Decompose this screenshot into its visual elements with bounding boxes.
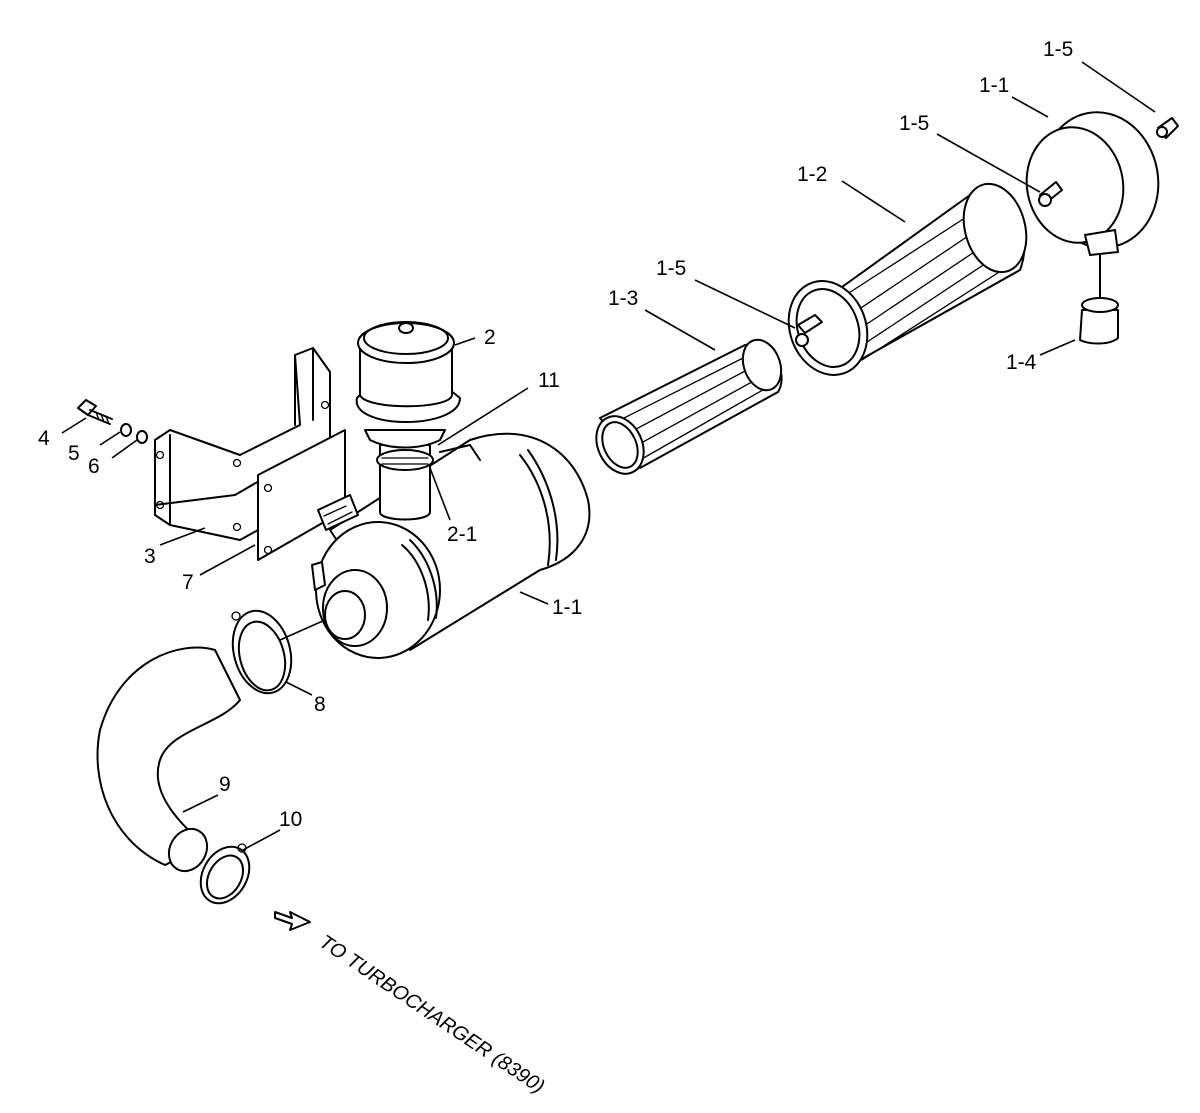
bolt [77, 399, 113, 425]
band-clamp-8 [231, 609, 293, 695]
turbocharger-note: TO TURBOCHARGER (8390) [315, 931, 548, 1098]
leader-lines [61, 61, 1156, 851]
callout-1-4: 1-4 [1006, 351, 1037, 374]
callout-1-1-cap: 1-1 [979, 74, 1009, 97]
callout-5: 5 [68, 442, 80, 465]
callout-3: 3 [144, 545, 156, 568]
callout-2-1: 2-1 [447, 523, 477, 546]
callout-8: 8 [314, 693, 326, 716]
callout-10: 10 [279, 808, 302, 831]
callout-4: 4 [38, 427, 50, 450]
end-cap [1025, 111, 1179, 256]
callout-7: 7 [182, 571, 194, 594]
callout-2: 2 [484, 326, 496, 349]
outer-filter-element [787, 182, 1028, 376]
band-clamp-10 [199, 843, 251, 905]
callout-6: 6 [88, 455, 100, 478]
callout-1-1-body: 1-1 [552, 596, 582, 619]
callout-9: 9 [219, 773, 231, 796]
pre-cleaner [355, 321, 461, 521]
dust-valve [1079, 254, 1119, 345]
callout-11: 11 [538, 369, 560, 392]
callout-1-5-top: 1-5 [1043, 38, 1073, 61]
callout-1-2: 1-2 [797, 163, 827, 186]
callout-1-3: 1-3 [608, 287, 638, 310]
hose-elbow [96, 646, 241, 873]
flow-arrow-icon [274, 911, 311, 931]
washer-5 [120, 423, 132, 437]
callout-1-5-mid: 1-5 [656, 257, 686, 280]
air-cleaner-body [311, 432, 591, 659]
washer-6 [136, 430, 148, 444]
callout-1-5-cap: 1-5 [899, 112, 929, 135]
inner-filter-element [595, 338, 783, 475]
